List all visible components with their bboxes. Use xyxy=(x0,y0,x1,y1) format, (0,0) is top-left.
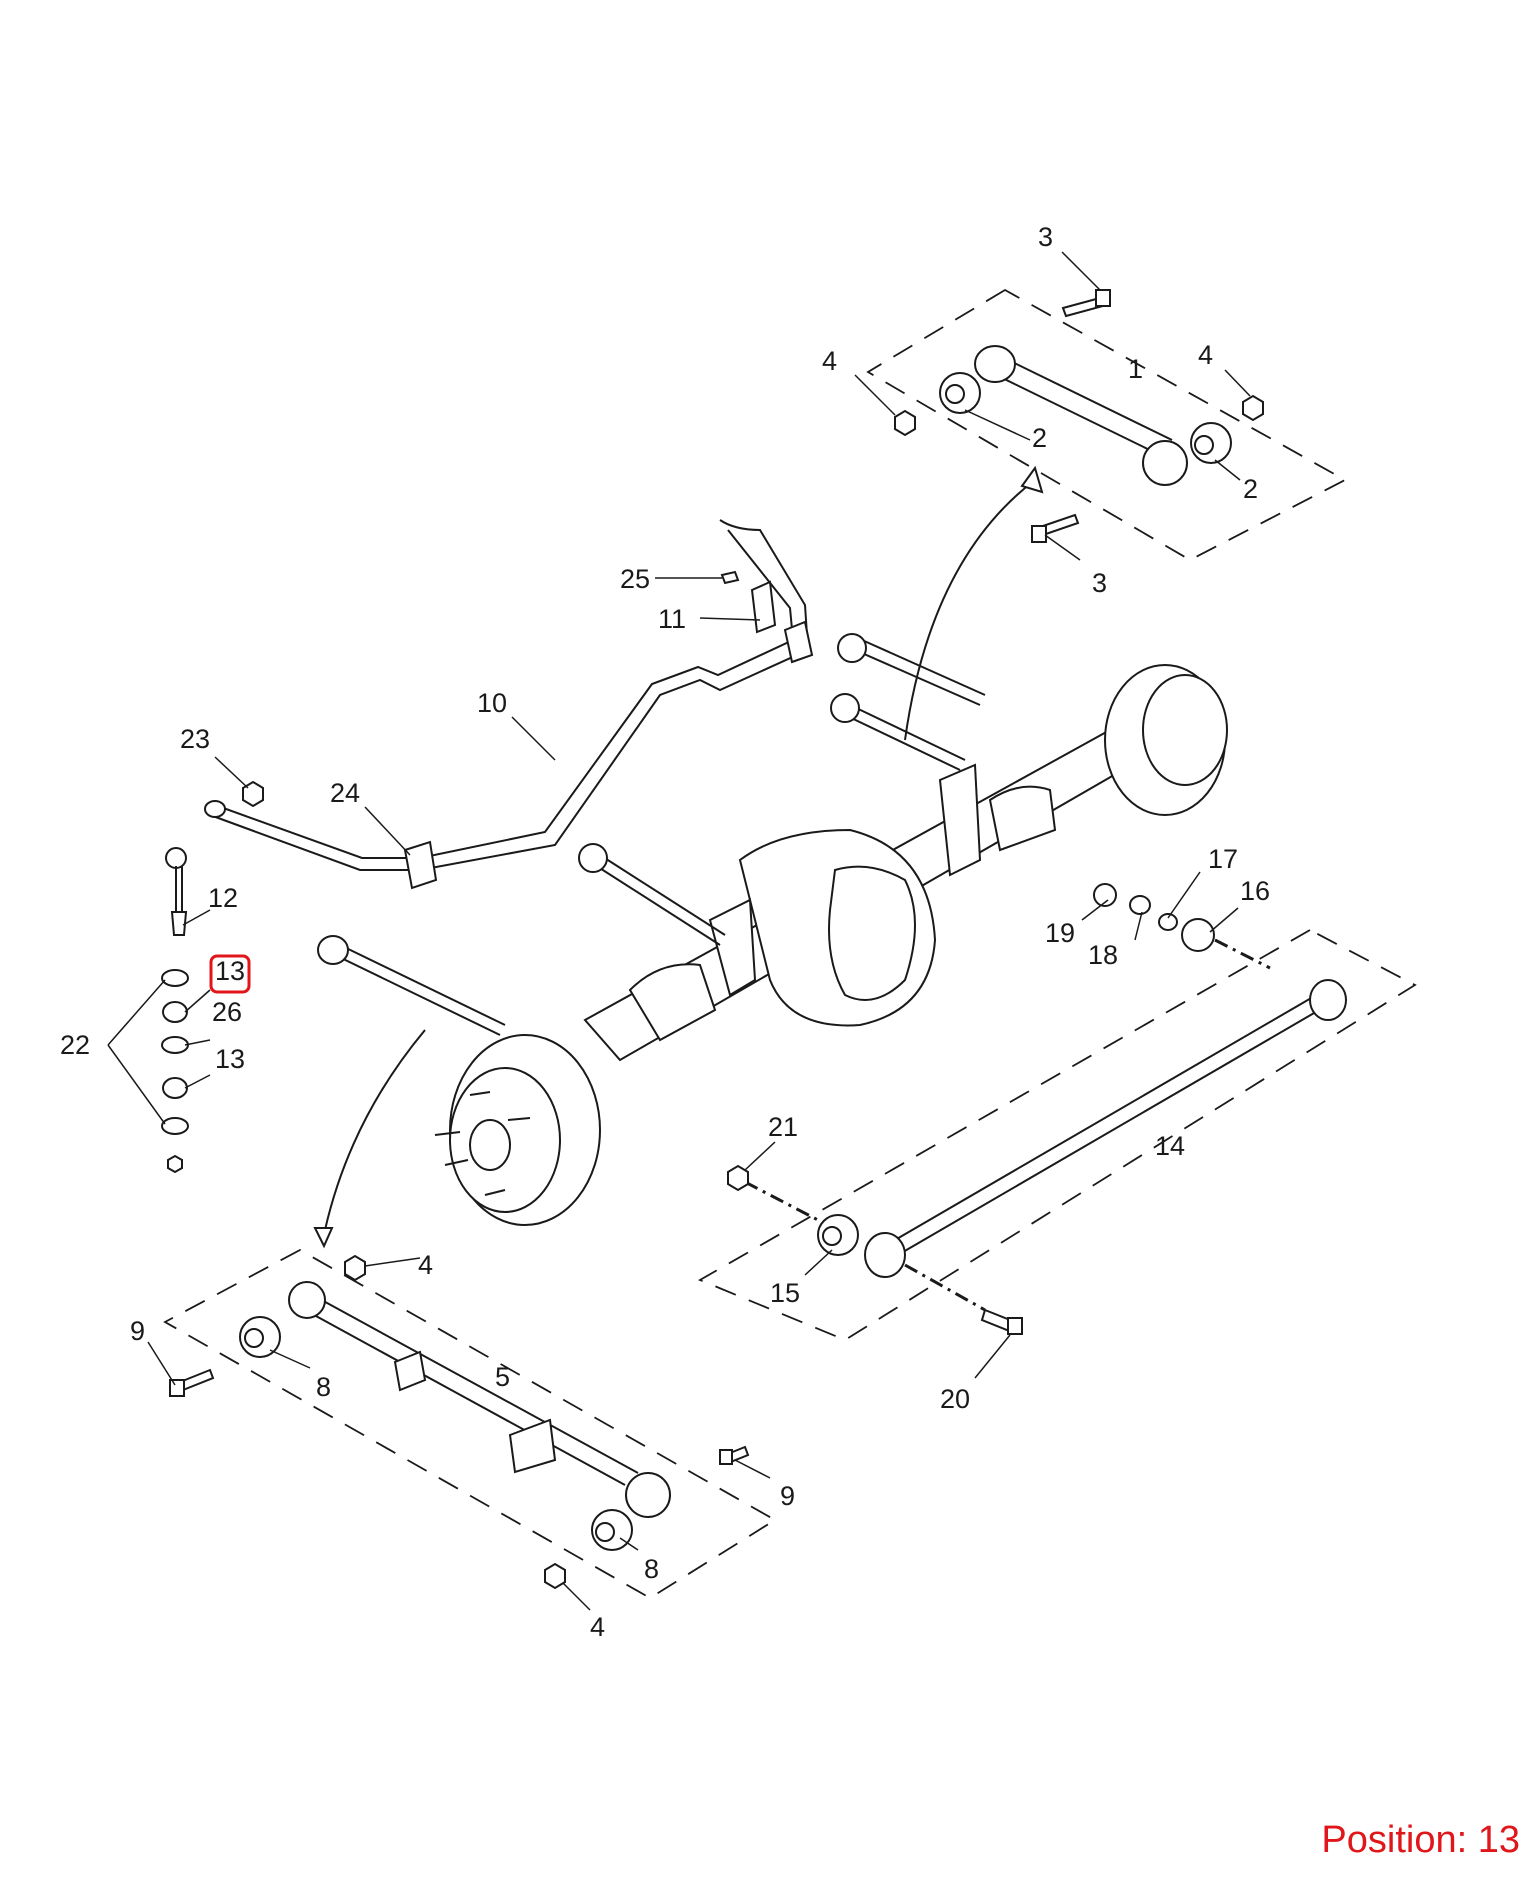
callout-25[interactable]: 25 xyxy=(620,564,650,594)
stabilizer-link xyxy=(161,847,189,1174)
callout-17[interactable]: 17 xyxy=(1208,844,1238,874)
callout-23[interactable]: 23 xyxy=(180,724,210,754)
callout-4[interactable]: 4 xyxy=(418,1250,433,1280)
stabilizer-bar xyxy=(204,519,814,890)
callout-13[interactable]: 13 xyxy=(215,1044,245,1074)
position-label: Position: 13 xyxy=(1321,1819,1520,1861)
callout-2[interactable]: 2 xyxy=(1032,423,1047,453)
group-frames xyxy=(163,288,1417,1600)
callout-12[interactable]: 12 xyxy=(208,883,238,913)
callout-5[interactable]: 5 xyxy=(495,1362,510,1392)
callout-26[interactable]: 26 xyxy=(212,997,242,1027)
track-bar-group-frame xyxy=(697,928,1417,1342)
callout-19[interactable]: 19 xyxy=(1045,918,1075,948)
callout-13-highlighted[interactable]: 13 xyxy=(215,956,245,986)
callout-3[interactable]: 3 xyxy=(1038,222,1053,252)
upper-arm-group-frame xyxy=(866,288,1347,562)
callout-4[interactable]: 4 xyxy=(1198,340,1213,370)
callout-4[interactable]: 4 xyxy=(590,1612,605,1642)
rear-axle xyxy=(434,664,1228,1226)
callout-9[interactable]: 9 xyxy=(780,1481,795,1511)
callout-24[interactable]: 24 xyxy=(330,778,360,808)
exploded-view-arrows xyxy=(313,465,1044,1249)
upper-control-arm-assembly xyxy=(894,289,1264,543)
lower-control-arm-assembly xyxy=(169,1254,750,1590)
callout-8[interactable]: 8 xyxy=(644,1554,659,1584)
callout-20[interactable]: 20 xyxy=(940,1384,970,1414)
callout-11[interactable]: 11 xyxy=(658,604,686,634)
callout-14[interactable]: 14 xyxy=(1155,1131,1185,1161)
callout-9[interactable]: 9 xyxy=(130,1316,145,1346)
axle-links xyxy=(317,633,986,1036)
callout-10[interactable]: 10 xyxy=(477,688,507,718)
callout-21[interactable]: 21 xyxy=(768,1112,798,1142)
callout-15[interactable]: 15 xyxy=(770,1278,800,1308)
callout-8[interactable]: 8 xyxy=(316,1372,331,1402)
callout-22[interactable]: 22 xyxy=(60,1030,90,1060)
highlight-box xyxy=(209,954,251,994)
track-bar-assembly xyxy=(727,883,1347,1335)
callout-2[interactable]: 2 xyxy=(1243,474,1258,504)
lower-arm-group-frame xyxy=(163,1248,777,1600)
callout-18[interactable]: 18 xyxy=(1088,940,1118,970)
callout-1[interactable]: 1 xyxy=(1128,354,1143,384)
leader-lines xyxy=(107,251,1251,1611)
callout-3[interactable]: 3 xyxy=(1092,568,1107,598)
callout-16[interactable]: 16 xyxy=(1240,876,1270,906)
callouts: 3 4 1 4 2 2 3 25 11 10 23 24 12 13 26 22… xyxy=(60,222,1270,1642)
callout-4[interactable]: 4 xyxy=(822,346,837,376)
